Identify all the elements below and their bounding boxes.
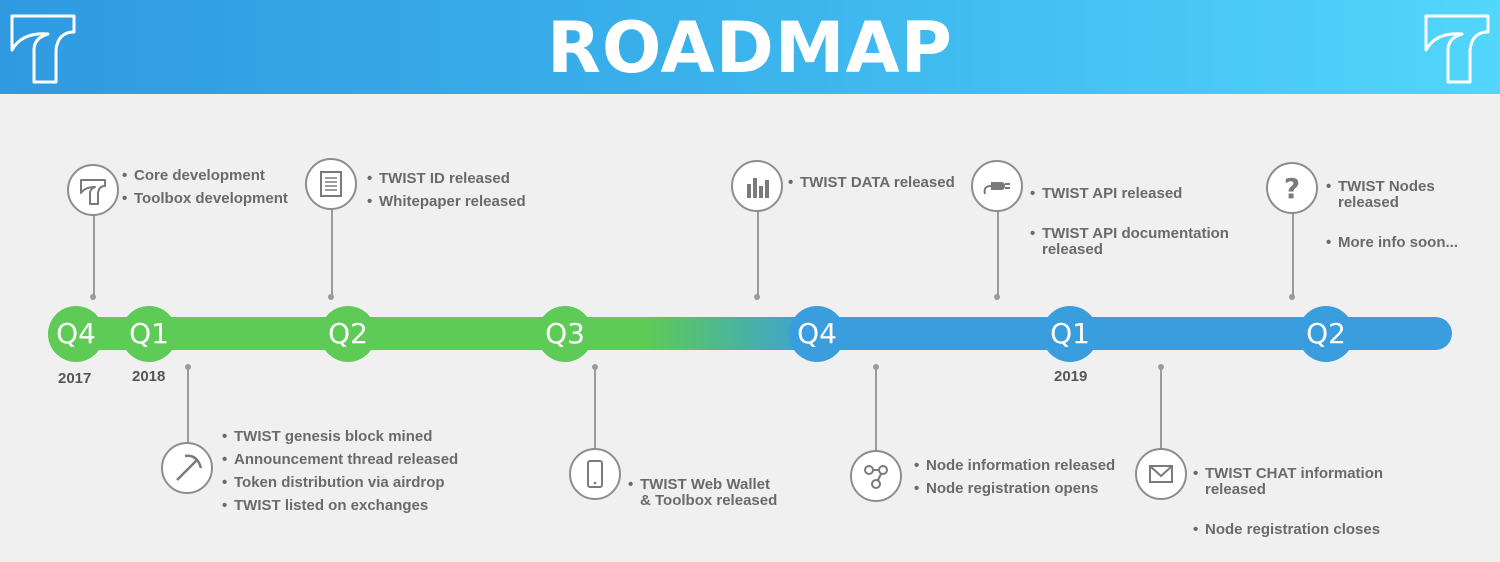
- milestone-item: Whitepaper released: [367, 194, 567, 211]
- twist-logo-icon: [67, 164, 119, 216]
- connector-dot: [1289, 294, 1295, 300]
- milestone-item: TWIST listed on exchanges: [222, 498, 492, 515]
- connector-line: [997, 212, 999, 296]
- pickaxe-icon: [161, 442, 213, 494]
- page-title: ROADMAP: [547, 7, 953, 89]
- milestone-item: Core development: [122, 168, 312, 185]
- header-banner: ROADMAP: [0, 0, 1500, 94]
- connector-line: [757, 212, 759, 296]
- milestone-item: TWIST ID released: [367, 171, 567, 188]
- connector-line: [594, 366, 596, 450]
- milestone-item: TWIST DATA released: [788, 175, 978, 192]
- document-icon: [305, 158, 357, 210]
- milestone-list: TWIST Web Wallet & Toolbox released: [628, 460, 808, 533]
- quarter-node: Q4: [789, 306, 845, 362]
- milestone-list: TWIST ID released Whitepaper released: [367, 171, 567, 217]
- milestone-list: Core development Toolbox development: [122, 168, 312, 214]
- connector-dot: [90, 294, 96, 300]
- milestone-list: TWIST API released TWIST API documentati…: [1030, 169, 1260, 282]
- bar-chart-icon: [731, 160, 783, 212]
- milestone-item: TWIST Web Wallet & Toolbox released: [628, 477, 808, 509]
- question-mark-icon: ?: [1266, 162, 1318, 214]
- quarter-node: Q4: [48, 306, 104, 362]
- milestone-item: TWIST genesis block mined: [222, 429, 492, 446]
- svg-text:?: ?: [1284, 172, 1300, 205]
- milestone-list: TWIST Nodes released More info soon...: [1326, 162, 1496, 275]
- quarter-node: Q1: [121, 306, 177, 362]
- milestone-item: Node registration closes: [1193, 522, 1423, 539]
- milestone-item: Node registration opens: [914, 481, 1154, 498]
- connector-dot: [328, 294, 334, 300]
- milestone-list: TWIST genesis block mined Announcement t…: [222, 429, 492, 521]
- milestone-list: Node information released Node registrat…: [914, 458, 1154, 504]
- connector-line: [1160, 366, 1162, 450]
- connector-line: [331, 210, 333, 296]
- quarter-node: Q2: [320, 306, 376, 362]
- milestone-item: TWIST CHAT information released: [1193, 466, 1423, 498]
- milestone-item: TWIST API documentation released: [1030, 226, 1260, 258]
- year-label: 2019: [1054, 368, 1088, 385]
- timeline-bar: [60, 317, 1452, 350]
- milestone-item: Toolbox development: [122, 191, 312, 208]
- twist-logo-icon: [10, 14, 76, 84]
- milestone-item: Announcement thread released: [222, 452, 492, 469]
- milestone-list: TWIST CHAT information released Node reg…: [1193, 449, 1423, 562]
- envelope-icon: [1135, 448, 1187, 500]
- milestone-item: TWIST Nodes released: [1326, 179, 1496, 211]
- connector-dot: [754, 294, 760, 300]
- twist-logo-icon: [1424, 14, 1490, 84]
- connector-line: [187, 366, 189, 446]
- milestone-item: Token distribution via airdrop: [222, 475, 492, 492]
- power-plug-icon: [971, 160, 1023, 212]
- milestone-list: TWIST DATA released: [788, 175, 978, 198]
- smartphone-icon: [569, 448, 621, 500]
- network-nodes-icon: [850, 450, 902, 502]
- quarter-node: Q1: [1042, 306, 1098, 362]
- connector-line: [1292, 214, 1294, 296]
- milestone-item: TWIST API released: [1030, 186, 1260, 203]
- year-label: 2017: [58, 370, 92, 387]
- connector-line: [875, 366, 877, 452]
- milestone-item: Node information released: [914, 458, 1154, 475]
- quarter-node: Q3: [537, 306, 593, 362]
- connector-line: [93, 216, 95, 296]
- quarter-node: Q2: [1298, 306, 1354, 362]
- milestone-item: More info soon...: [1326, 235, 1496, 252]
- year-label: 2018: [132, 368, 166, 385]
- connector-dot: [994, 294, 1000, 300]
